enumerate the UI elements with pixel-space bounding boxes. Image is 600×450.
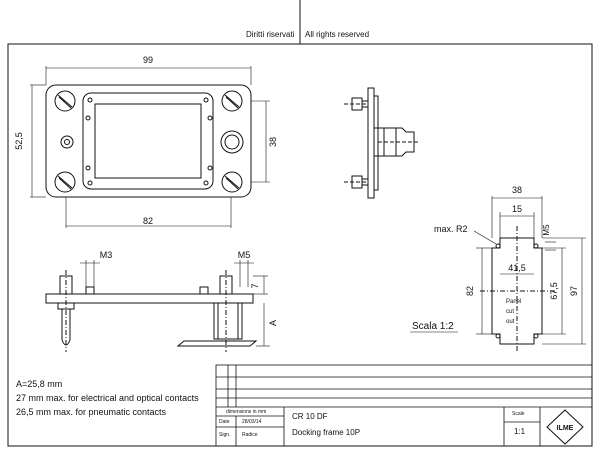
bottom-view-dimensions xyxy=(80,260,270,347)
corner-screw-tl xyxy=(54,90,76,112)
dim-41-5: 41,5 xyxy=(508,263,526,273)
dim-m5-cutout: M5 xyxy=(542,224,551,236)
dim-82: 82 xyxy=(143,216,153,226)
scale-value: 1:1 xyxy=(514,427,526,436)
dim-38: 38 xyxy=(268,137,278,147)
rights-italian: Diritti riservati xyxy=(246,30,295,39)
product-code: CR 10 DF xyxy=(292,412,328,421)
logo-text: ILME xyxy=(557,425,574,432)
dim-97: 97 xyxy=(569,286,579,296)
panel-cutout-dimensions xyxy=(473,196,586,345)
date-label: Date xyxy=(219,419,230,425)
dim-m3: M3 xyxy=(100,250,113,260)
note-pneumatic: 26,5 mm max. for pneumatic contacts xyxy=(16,407,167,417)
sign-label: Sign. xyxy=(219,432,231,438)
corner-screw-br xyxy=(221,171,243,193)
panel-label-line-3: out xyxy=(506,319,515,325)
dim-52-5: 52,5 xyxy=(14,132,24,150)
dim-m5-bottom: M5 xyxy=(238,250,251,260)
note-electrical: 27 mm max. for electrical and optical co… xyxy=(16,393,199,403)
front-view xyxy=(45,84,252,198)
note-a-value: A=25,8 mm xyxy=(16,379,63,389)
corner-screw-tr xyxy=(221,90,243,112)
dim-a: A xyxy=(268,320,278,326)
front-view-dimensions xyxy=(30,66,270,228)
dim-7: 7 xyxy=(250,283,260,288)
date-value: 28/03/14 xyxy=(242,419,262,425)
dim-38-cutout: 38 xyxy=(512,185,522,195)
corner-screw-bl xyxy=(54,171,76,193)
dim-max-r2: max. R2 xyxy=(434,224,468,234)
product-name: Docking frame 10P xyxy=(292,428,361,437)
dim-99: 99 xyxy=(143,55,153,65)
units-note: dimensions in mm xyxy=(226,409,267,415)
dim-67-5: 67,5 xyxy=(549,282,559,300)
scale-label: Scale xyxy=(512,411,525,417)
dim-82-cutout: 82 xyxy=(465,286,475,296)
rights-english: All rights reserved xyxy=(305,30,370,39)
ilme-logo: ILME xyxy=(546,409,584,445)
side-view xyxy=(344,87,420,199)
scale-note: Scala 1:2 xyxy=(412,321,454,332)
panel-cutout xyxy=(480,226,556,352)
dim-15-cutout: 15 xyxy=(512,204,522,214)
bottom-view xyxy=(45,270,258,352)
panel-label-line-2: cut xyxy=(506,309,514,315)
sign-value: Radice xyxy=(242,432,258,438)
panel-label-line-1: Panel xyxy=(506,299,521,305)
title-block xyxy=(215,364,593,447)
